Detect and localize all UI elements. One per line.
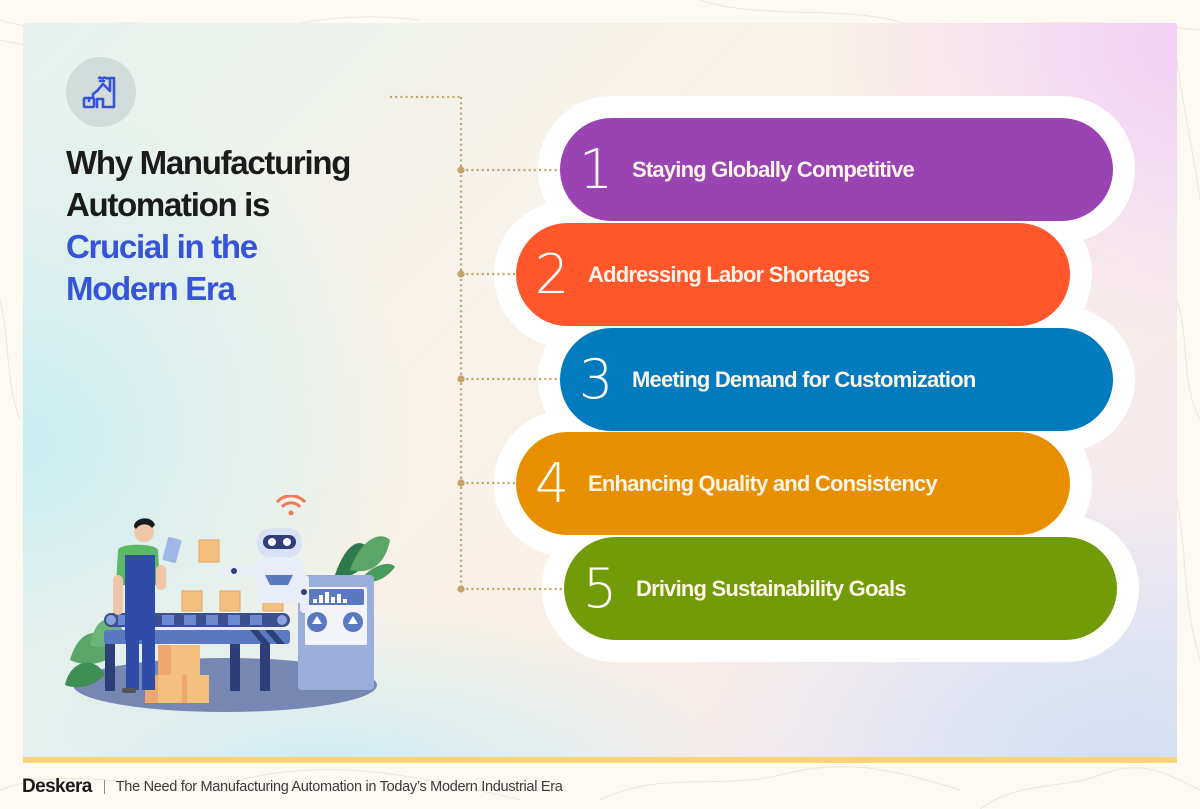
footer: Deskera The Need for Manufacturing Autom… — [22, 775, 563, 799]
robot-icon — [220, 495, 309, 613]
reason-number: 1 — [578, 137, 614, 201]
reason-item-5: 5 Driving Sustainability Goals — [564, 537, 1117, 640]
page-title: Why Manufacturing Automation is Crucial … — [66, 142, 351, 310]
reason-label: Staying Globally Competitive — [632, 156, 915, 182]
reason-label: Meeting Demand for Customization — [632, 366, 976, 392]
reason-label: Driving Sustainability Goals — [636, 575, 907, 601]
brand-logo: Deskera — [22, 776, 92, 797]
reason-number: 2 — [534, 242, 570, 306]
title-line-accent: Modern Era — [66, 270, 236, 307]
title-line-accent: Crucial in the — [66, 228, 258, 265]
box-stack-icon — [145, 645, 209, 703]
title-line: Why Manufacturing — [66, 144, 351, 181]
footer-separator — [103, 780, 105, 794]
footer-caption: The Need for Manufacturing Automation in… — [115, 779, 563, 795]
worker-icon — [113, 518, 182, 693]
reason-label: Enhancing Quality and Consistency — [588, 470, 938, 496]
title-line: Automation is — [66, 186, 270, 223]
reason-item-1: 1 Staying Globally Competitive — [560, 118, 1113, 221]
factory-icon — [82, 76, 116, 109]
reason-item-2: 2 Addressing Labor Shortages — [516, 223, 1070, 326]
reason-item-3: 3 Meeting Demand for Customization — [560, 328, 1113, 431]
reason-number: 5 — [582, 556, 618, 620]
reason-label: Addressing Labor Shortages — [588, 261, 870, 287]
factory-icon-badge — [66, 57, 136, 127]
accent-bar — [23, 757, 1177, 763]
reason-item-4: 4 Enhancing Quality and Consistency — [516, 432, 1070, 535]
reason-number: 3 — [578, 347, 614, 411]
control-machine-icon — [298, 575, 374, 690]
automation-illustration — [65, 495, 395, 712]
reason-number: 4 — [534, 451, 570, 515]
